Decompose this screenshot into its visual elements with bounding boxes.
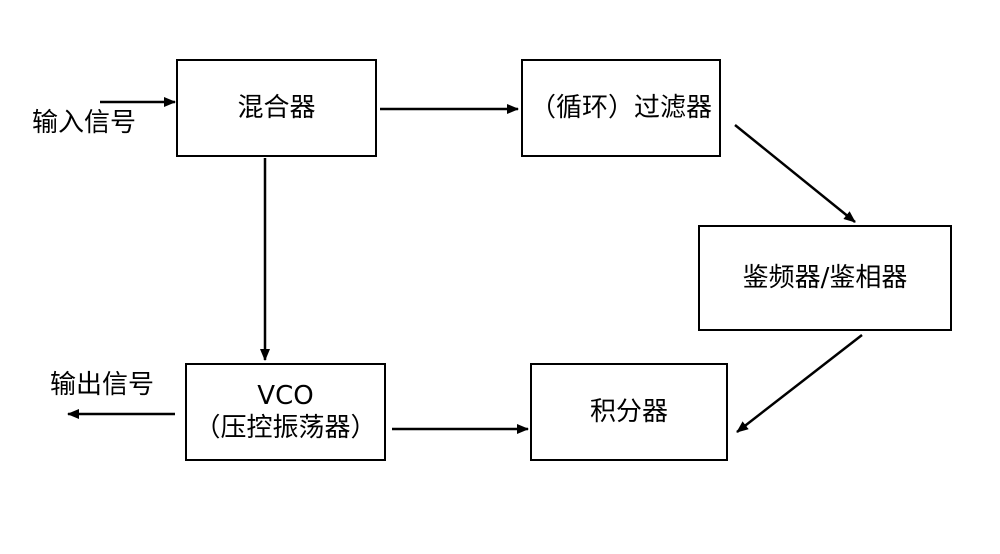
vco-label: VCO — [257, 380, 314, 411]
mixer-block: 混合器 — [176, 59, 377, 157]
loop-filter-label: （循环）过滤器 — [529, 92, 712, 123]
integrator-block: 积分器 — [530, 363, 728, 461]
output-signal-label: 输出信号 — [50, 370, 155, 400]
vco-block: VCO （压控振荡器） — [185, 363, 386, 461]
discriminator-block: 鉴频器/鉴相器 — [698, 225, 952, 331]
arrow-discriminator-to-integrator — [736, 334, 863, 433]
loop-filter-block: （循环）过滤器 — [521, 59, 721, 157]
vco-description: （压控振荡器） — [194, 413, 377, 443]
input-signal-label: 输入信号 — [32, 108, 137, 138]
discriminator-label: 鉴频器/鉴相器 — [742, 262, 908, 293]
mixer-label: 混合器 — [237, 92, 316, 123]
arrow-filter-to-discriminator — [734, 124, 856, 223]
integrator-label: 积分器 — [589, 396, 668, 427]
